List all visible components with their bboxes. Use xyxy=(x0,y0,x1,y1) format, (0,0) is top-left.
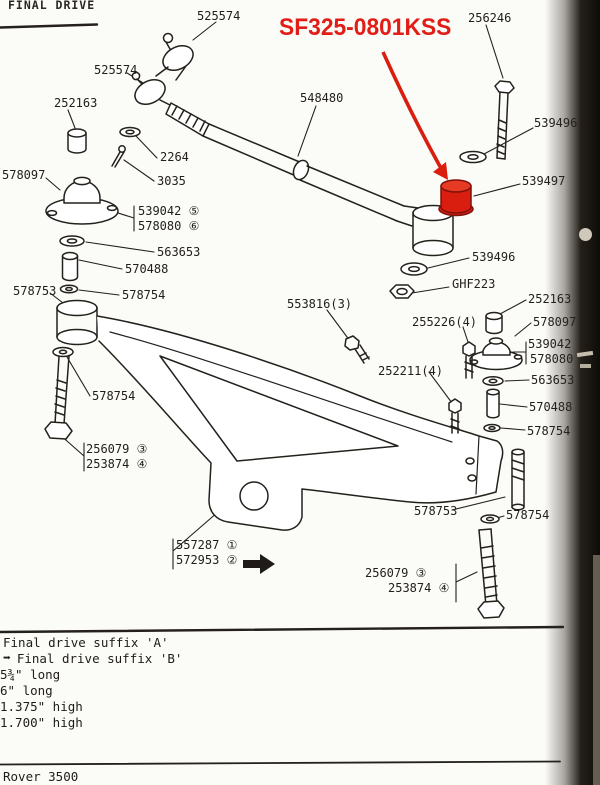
callout-washer-left-small: 578754 xyxy=(122,288,166,302)
callout-washer-bolt-left: 578754 xyxy=(92,389,136,403)
callout-bolt-left: 578753 xyxy=(13,284,57,298)
callout-arm-2: 572953 ② xyxy=(176,553,238,567)
bolt-256079-right xyxy=(477,528,505,619)
callout-bolt-mid: 553816(3) xyxy=(287,297,353,311)
washer-578754-left xyxy=(59,284,79,294)
mount-578097-right xyxy=(469,337,523,371)
callout-spacer-left: 570488 xyxy=(125,262,169,276)
spacer-570488-right xyxy=(486,388,500,419)
callout-washer-top-right: 539496 xyxy=(534,116,578,130)
callout-alt-right-2: 578080 ⑥ xyxy=(530,352,592,366)
callout-bolt-right-up: 255226(4) xyxy=(412,315,478,329)
washer-578754-right xyxy=(483,423,501,433)
callout-drag-link: 548480 xyxy=(300,91,344,105)
note-suffix-b-text: Final drive suffix 'B' xyxy=(16,651,183,666)
callout-washer-2264: 2264 xyxy=(160,150,189,164)
note-suffix-b: ➡ Final drive suffix 'B' xyxy=(3,652,182,666)
note-length-a: 5¾" long xyxy=(0,667,61,682)
callout-bolt-right-1: 256079 ③ xyxy=(365,566,427,580)
callout-mount-right: 578097 xyxy=(533,315,577,329)
callout-tie-rod-upper: 525574 xyxy=(197,9,241,23)
callout-tie-rod-lower: 525574 xyxy=(94,63,138,77)
spacer-570488-left xyxy=(61,251,79,282)
washer-539496-upper xyxy=(459,150,487,164)
tie-rod-end xyxy=(131,32,194,107)
bolt-553816 xyxy=(344,335,370,364)
split-pin-3035 xyxy=(111,145,126,168)
note-suffix-a-text: Final drive suffix 'A' xyxy=(3,635,169,650)
callout-mount-left: 578097 xyxy=(2,168,46,182)
washer-563653-left xyxy=(59,235,85,247)
red-bushing-highlight xyxy=(438,179,474,217)
lower-link-arm xyxy=(56,299,504,531)
nut-ghf223 xyxy=(389,284,415,299)
arrow-right-icon: ➡ xyxy=(3,651,11,666)
washer-539496-lower xyxy=(400,262,428,276)
callout-alt-left-1: 539042 ⑤ xyxy=(138,204,200,218)
variant-b-arrow-icon xyxy=(243,554,275,574)
stud-578753 xyxy=(511,448,525,511)
callout-spacer-right: 570488 xyxy=(529,400,573,414)
bolt-252211 xyxy=(448,398,462,434)
washer-2264 xyxy=(119,126,141,138)
callout-bolt-top: 256246 xyxy=(468,11,512,25)
callout-alt-left-2: 578080 ⑥ xyxy=(138,219,200,233)
callout-bolt-left-1: 256079 ③ xyxy=(86,442,148,456)
note-length-b: 6" long xyxy=(0,683,53,698)
callout-bolt-left-2: 253874 ④ xyxy=(86,457,148,471)
bushing-252163-right xyxy=(485,311,503,335)
page-section-title: FINAL DRIVE xyxy=(8,0,96,12)
washer-578754-stud xyxy=(480,514,500,524)
washer-563653-right xyxy=(482,376,504,386)
callout-arm-1: 557287 ① xyxy=(176,538,238,552)
callout-washer-right-small: 578754 xyxy=(527,424,571,438)
callout-bolt-right-2: 253874 ④ xyxy=(388,581,450,595)
callout-split-pin: 3035 xyxy=(157,174,186,188)
note-height-b: 1.700" high xyxy=(0,715,83,730)
bolt-256246 xyxy=(494,80,515,160)
callout-bolt-right-low: 252211(4) xyxy=(378,364,444,378)
callout-red-bushing: 539497 xyxy=(522,174,566,188)
callout-bush-left: 252163 xyxy=(54,96,98,110)
mount-578097-left xyxy=(45,176,119,225)
callout-nut: GHF223 xyxy=(452,277,496,291)
callout-washer-right: 563653 xyxy=(531,373,575,387)
callout-alt-right-1: 539042 ⑤ xyxy=(528,337,590,351)
callout-washer-left: 563653 xyxy=(157,245,201,259)
callout-stud-right: 578753 xyxy=(414,504,458,518)
drag-link xyxy=(165,102,454,257)
bushing-252163-left xyxy=(67,128,87,154)
callout-washer-low-right: 539496 xyxy=(472,250,516,264)
bolt-255226 xyxy=(462,341,476,379)
callout-washer-stud: 578754 xyxy=(506,508,550,522)
vehicle-model-label: Rover 3500 xyxy=(3,769,79,784)
callout-bush-right: 252163 xyxy=(528,292,572,306)
highlighted-part-code: SF325-0801KSS xyxy=(279,14,452,41)
note-suffix-a: Final drive suffix 'A' xyxy=(3,636,169,650)
page-frame-lines xyxy=(0,23,565,766)
note-height-a: 1.375" high xyxy=(0,699,83,714)
bolt-256079-left xyxy=(44,346,74,440)
highlight-arrow xyxy=(381,51,448,180)
